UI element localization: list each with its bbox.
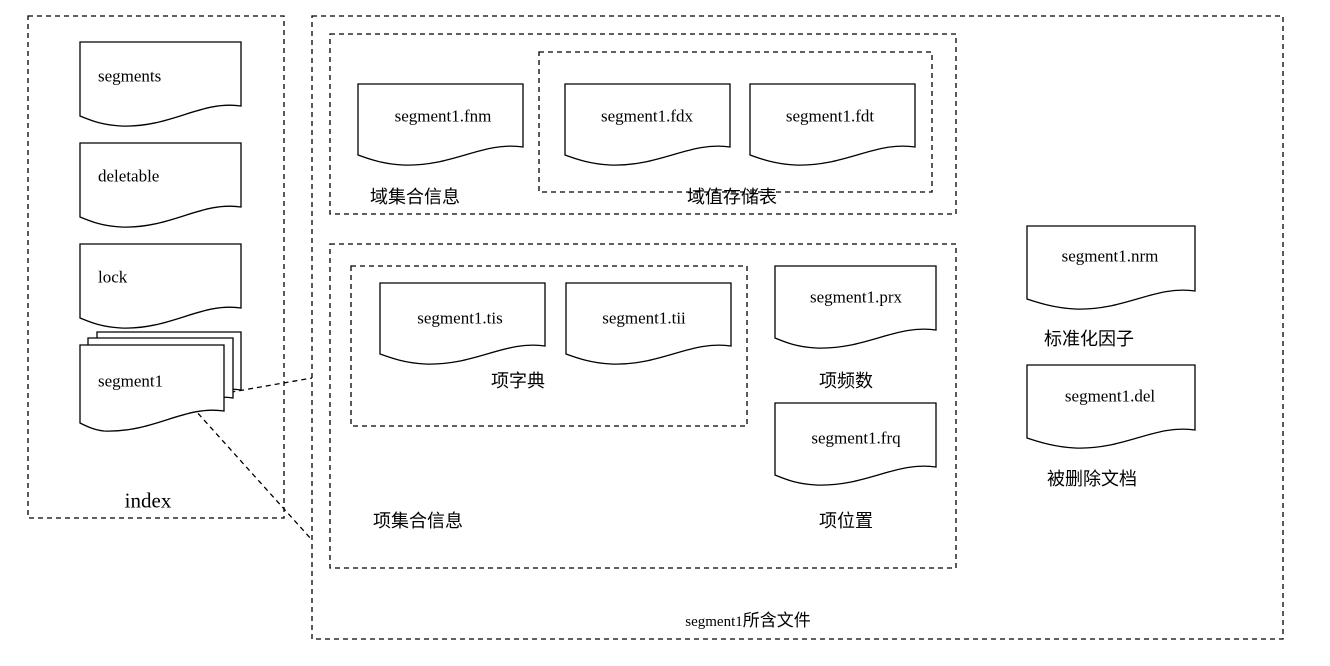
segment-files-label-suffix: 所含文件 — [742, 611, 811, 631]
segment-files-label: segment1所含文件 — [685, 612, 811, 630]
tis-doc-label: segment1.tis — [417, 308, 503, 328]
segment1-doc-label: segment1 — [98, 371, 164, 391]
nrm-label: 标准化因子 — [1044, 329, 1134, 350]
field-values-box — [538, 51, 933, 193]
segment-files-box — [311, 15, 1284, 640]
fdt-doc-label: segment1.fdt — [785, 106, 875, 126]
prx-label: 项频数 — [819, 371, 873, 392]
lock-doc-label: lock — [98, 267, 128, 287]
fnm-doc-shape — [357, 83, 524, 166]
nrm-doc-label: segment1.nrm — [1061, 246, 1159, 266]
term-info-label: 项集合信息 — [373, 511, 463, 532]
connector-line-bottom — [185, 399, 313, 541]
fdx-doc-label: segment1.fdx — [600, 106, 694, 126]
field-info-label: 域集合信息 — [370, 187, 460, 208]
deletable-doc-label: deletable — [98, 166, 160, 186]
term-info-box — [329, 243, 957, 569]
segment1-doc-shape — [79, 344, 225, 432]
term-dictionary-box — [350, 265, 748, 427]
tis-doc-shape — [379, 282, 546, 365]
term-dictionary-label: 项字典 — [491, 371, 545, 392]
prx-doc-shape — [774, 265, 937, 349]
segment-files-label-name: segment1 — [685, 614, 743, 630]
index-group-label: index — [124, 488, 172, 513]
lock-doc-shape — [79, 243, 242, 329]
del-label: 被删除文档 — [1047, 469, 1137, 490]
index-group-box — [27, 15, 285, 519]
field-info-box — [329, 33, 957, 215]
tii-doc-shape — [565, 282, 732, 365]
frq-doc-shape — [774, 402, 937, 486]
frq-label: 项位置 — [819, 511, 873, 532]
prx-doc-label: segment1.prx — [809, 287, 903, 307]
nrm-doc-shape — [1026, 225, 1196, 310]
fdt-doc-shape — [749, 83, 916, 166]
segments-doc-shape — [79, 41, 242, 127]
segments-doc-label: segments — [98, 66, 162, 86]
deletable-doc-shape — [79, 142, 242, 228]
field-values-label: 域值存储表 — [687, 187, 777, 208]
tii-doc-label: segment1.tii — [602, 308, 686, 328]
del-doc-shape — [1026, 364, 1196, 449]
del-doc-label: segment1.del — [1064, 386, 1156, 406]
fnm-doc-label: segment1.fnm — [394, 106, 492, 126]
fdx-doc-shape — [564, 83, 731, 166]
frq-doc-label: segment1.frq — [811, 428, 901, 448]
